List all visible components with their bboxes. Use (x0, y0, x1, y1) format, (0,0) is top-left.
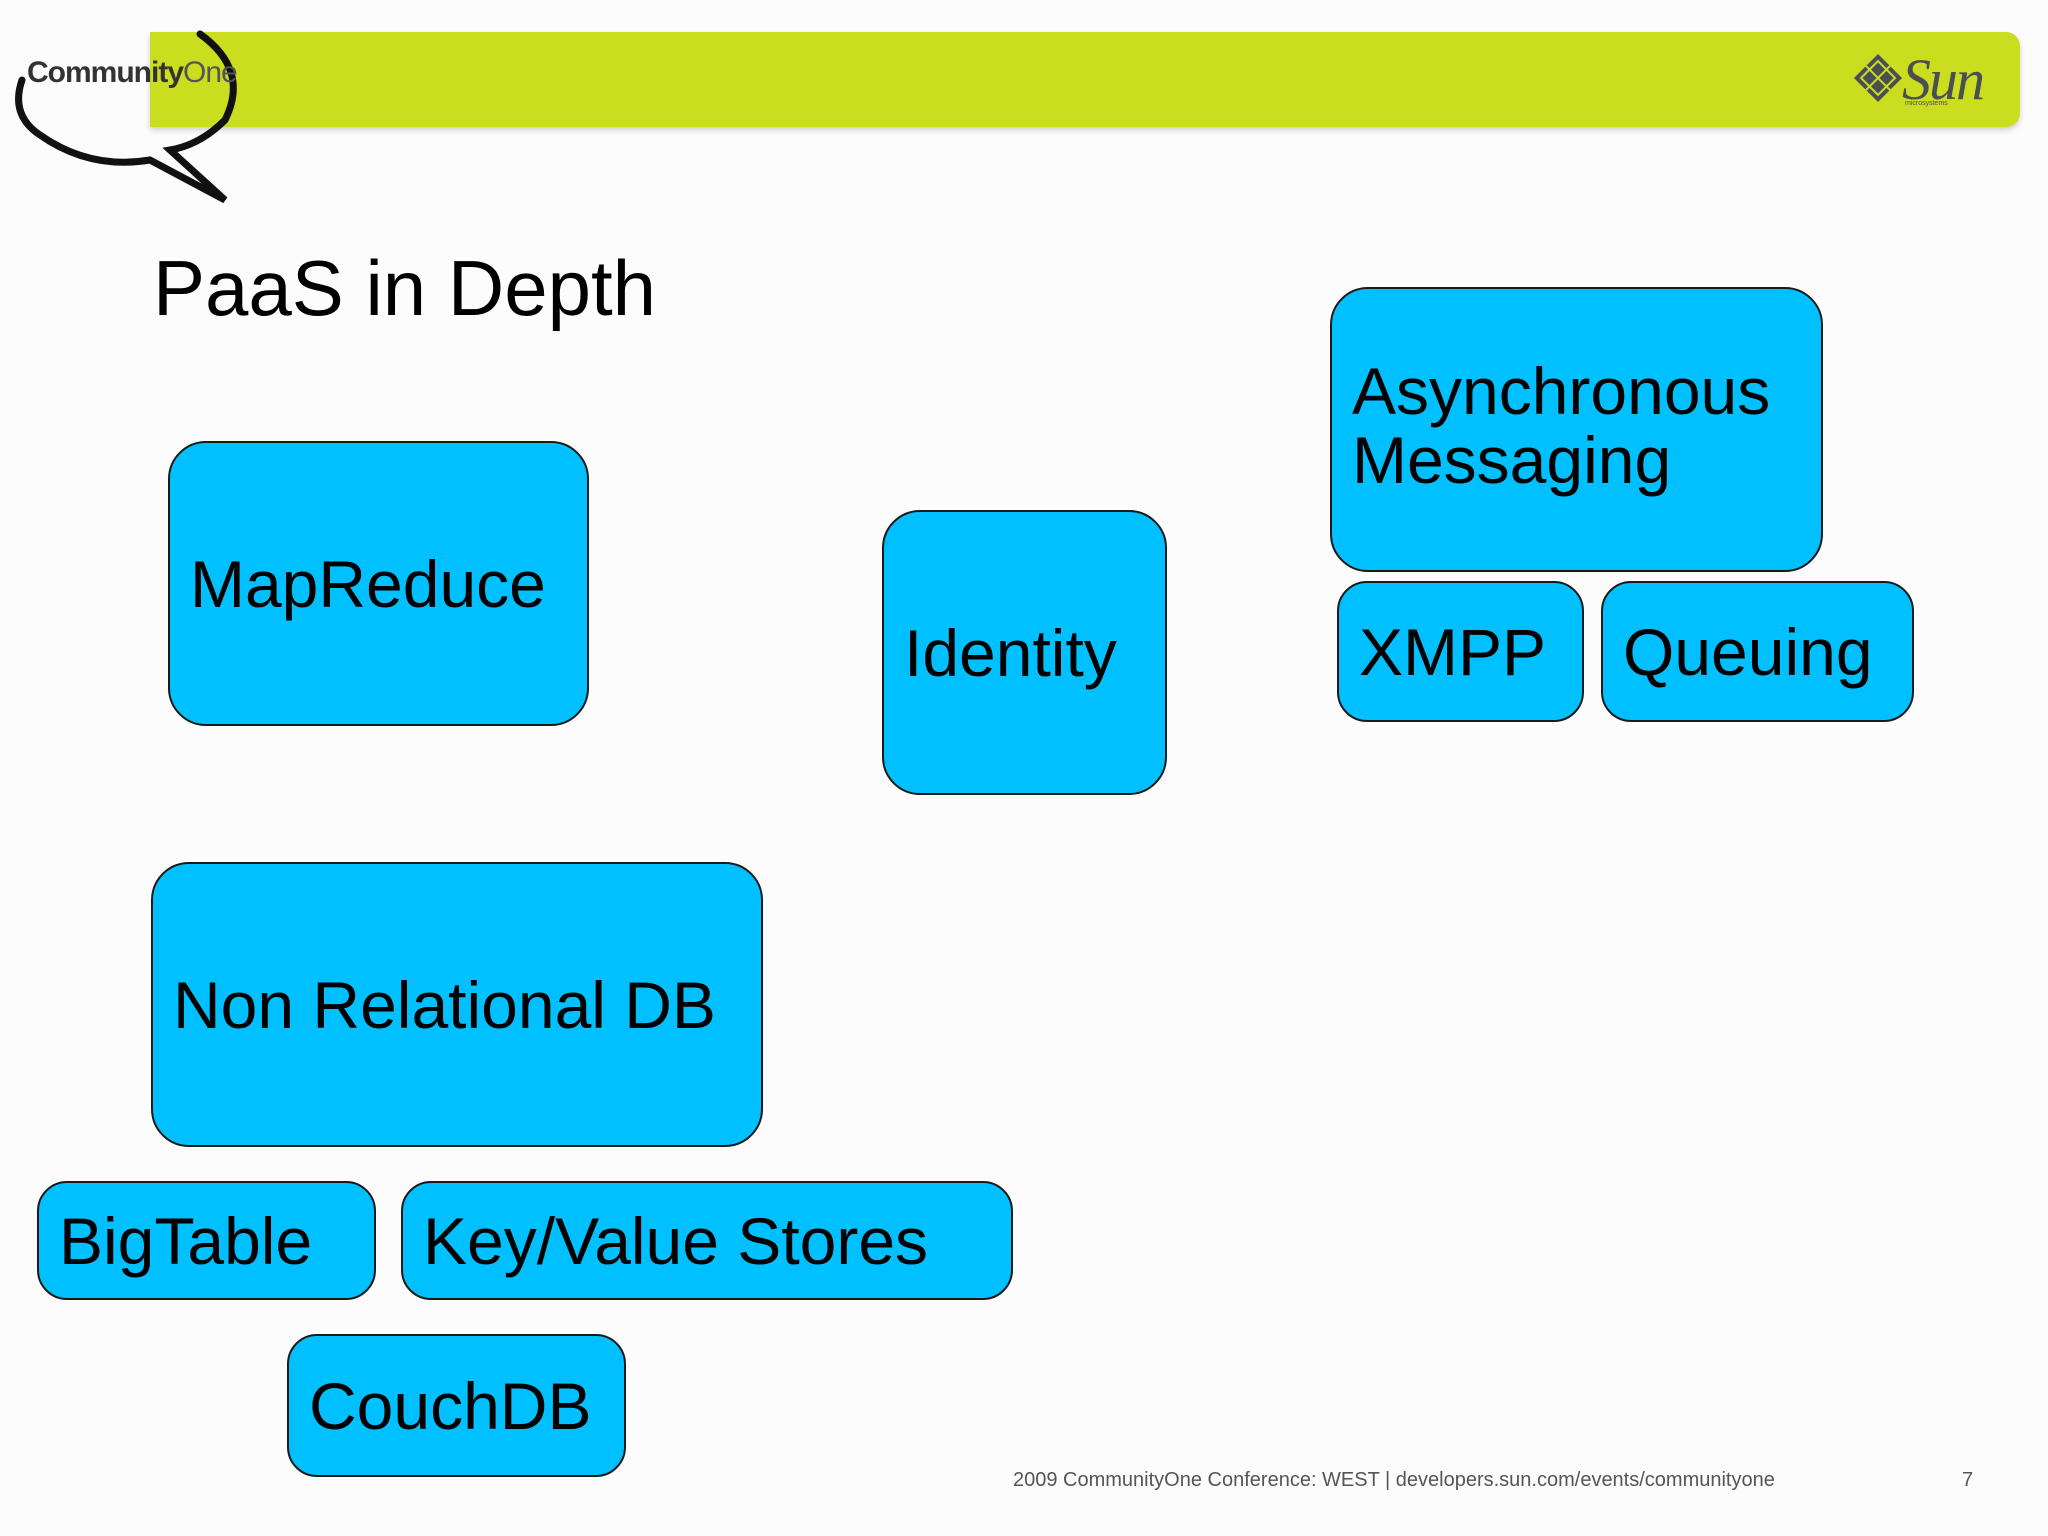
communityone-logo: CommunityOne (27, 56, 238, 90)
xmpp-box: XMPP (1337, 581, 1584, 722)
key-value-stores-label: Key/Value Stores (423, 1203, 929, 1278)
queuing-box: Queuing (1601, 581, 1914, 722)
footer-text: 2009 CommunityOne Conference: WEST | dev… (1013, 1469, 1775, 1491)
identity-box: Identity (882, 510, 1167, 795)
header-bar (150, 32, 2020, 127)
sun-diamond-icon (1853, 53, 1903, 103)
bigtable-box: BigTable (37, 1181, 376, 1300)
couchdb-box: CouchDB (287, 1334, 626, 1477)
async-label-line1: Asynchronous (1352, 354, 1771, 428)
identity-label: Identity (904, 615, 1117, 690)
async-label-line2: Messaging (1352, 423, 1672, 498)
mapreduce-box: MapReduce (168, 441, 589, 726)
logo-text-light: One (183, 56, 238, 89)
asynchronous-messaging-box: Asynchronous Messaging (1330, 287, 1823, 572)
queuing-label: Queuing (1623, 614, 1873, 689)
speech-bubble-logo-icon (15, 30, 237, 204)
key-value-stores-box: Key/Value Stores (401, 1181, 1013, 1300)
xmpp-label: XMPP (1359, 614, 1547, 689)
page-number: 7 (1962, 1469, 1974, 1491)
sun-brand-subtitle: microsystems (1905, 100, 1948, 107)
non-relational-db-label: Non Relational DB (173, 967, 716, 1042)
bigtable-label: BigTable (59, 1203, 313, 1278)
logo-text-bold: Community (27, 56, 184, 89)
couchdb-label: CouchDB (309, 1368, 592, 1443)
sun-brand-word: Sun (1902, 47, 1985, 112)
non-relational-db-box: Non Relational DB (151, 862, 763, 1147)
slide-title: PaaS in Depth (153, 244, 657, 332)
mapreduce-label: MapReduce (190, 546, 546, 621)
